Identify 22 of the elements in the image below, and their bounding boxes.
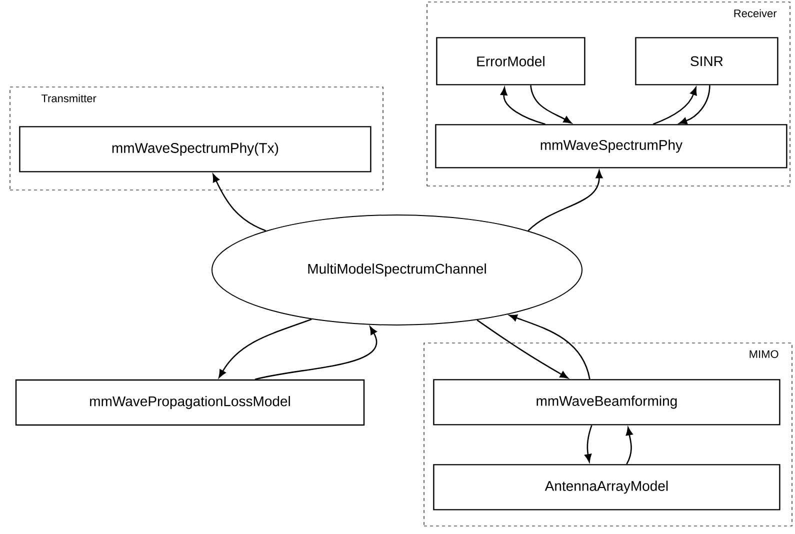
group-heading: Transmitter bbox=[41, 94, 96, 102]
process-box: mmWaveSpectrumPhy bbox=[435, 124, 788, 168]
process-box: SINR bbox=[635, 37, 778, 86]
group-heading: Receiver bbox=[734, 9, 777, 18]
process-box: mmWavePropagationLossModel bbox=[15, 379, 365, 426]
arrow bbox=[626, 427, 633, 464]
arrow bbox=[254, 326, 378, 380]
group-heading: MIMO bbox=[750, 350, 778, 358]
arrow bbox=[678, 85, 710, 124]
arrow bbox=[476, 320, 568, 378]
process-box: AntennaArrayModel bbox=[433, 464, 780, 510]
arrow bbox=[509, 314, 590, 380]
arrow bbox=[652, 87, 697, 125]
process-box: ErrorModel bbox=[436, 37, 586, 86]
process-box: mmWaveSpectrumPhy(Tx) bbox=[19, 126, 372, 172]
arrow bbox=[218, 318, 312, 378]
arrow bbox=[212, 174, 266, 232]
arrow bbox=[530, 85, 572, 124]
arrow bbox=[584, 425, 592, 462]
arrow bbox=[528, 170, 603, 232]
process-box: mmWaveBeamforming bbox=[433, 379, 780, 426]
arrow bbox=[500, 87, 546, 125]
